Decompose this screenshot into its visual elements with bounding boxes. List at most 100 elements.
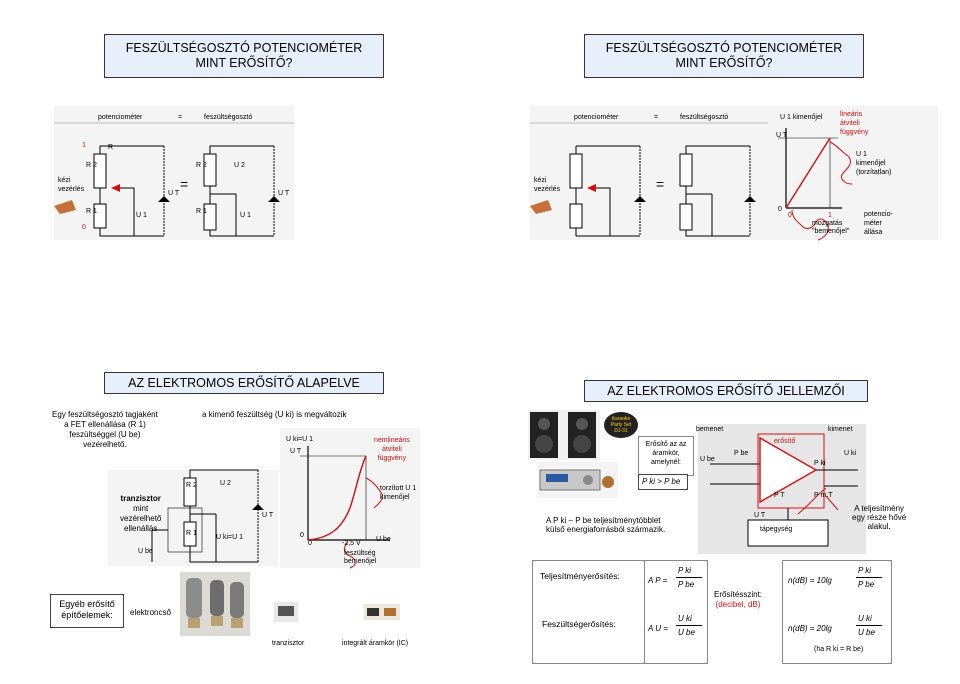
amplifier-device-photo xyxy=(538,462,618,498)
output-label: kimenet xyxy=(828,426,853,433)
ic-photo xyxy=(364,604,400,620)
speaker-photo xyxy=(528,410,600,460)
pki-numerator: P ki xyxy=(678,566,692,575)
db-uki-numerator: U ki xyxy=(858,614,872,623)
fraction-bar xyxy=(856,577,882,578)
impedance-condition: (ha R ki = R be) xyxy=(814,646,864,653)
power-supply-label: tápegység xyxy=(760,526,793,533)
slide-voltage-divider-1: FESZÜLTSÉGOSZTÓ POTENCIOMÉTER MINT ERŐSÍ… xyxy=(10,10,476,340)
pot-r2-label: R 2 xyxy=(86,162,97,169)
transistor-photo xyxy=(274,602,298,622)
graph-ut-label: U T xyxy=(290,448,302,455)
transfer-graph-panel xyxy=(768,106,938,240)
db-level-label: Erősítésszint:(decibel, dB) xyxy=(714,590,763,609)
amplifier-label: erősítő xyxy=(774,438,796,445)
header-potentiometer: potenciométer xyxy=(574,114,619,121)
fraction-bar xyxy=(676,625,702,626)
ap-formula: A P = xyxy=(648,576,668,585)
slide-amplifier-principle: AZ ELEKTROMOS ERŐSÍTŐ ALAPELVE Egy feszü… xyxy=(10,344,476,674)
ic-label: integrált áramkör (IC) xyxy=(342,640,409,647)
fet-divider-circuit xyxy=(151,469,264,563)
axis-zero-x: 0 xyxy=(308,540,312,547)
pbe-label: P be xyxy=(734,450,749,457)
power-gain-label: Teljesítményerősítés: xyxy=(540,571,620,581)
pot-u1-label: U 1 xyxy=(136,212,147,219)
potentiometer-circuit-diagram xyxy=(530,122,784,237)
r2-label: R 2 xyxy=(186,482,197,489)
fraction-bar xyxy=(676,577,702,578)
div-u1-label: U 1 xyxy=(240,212,251,219)
slide-title: AZ ELEKTROMOS ERŐSÍTŐ JELLEMZŐI xyxy=(584,380,868,402)
inequality-box: P ki > P be xyxy=(638,474,688,490)
pot-bottom-zero: 0 xyxy=(82,224,86,231)
transistor-label: tranzisztor xyxy=(272,640,305,647)
au-formula: A U = xyxy=(648,624,668,633)
axis-x-zero: 0 xyxy=(788,212,792,219)
pot-ut-label: U T xyxy=(168,190,180,197)
db-power-formula: n(dB) = 10lg xyxy=(788,576,832,585)
nonlinear-transfer-graph xyxy=(300,446,390,569)
potentiometer-circuit-diagram xyxy=(54,122,294,237)
pot-r-label: R xyxy=(108,144,114,151)
slide-title: FESZÜLTSÉGOSZTÓ POTENCIOMÉTER MINT ERŐSÍ… xyxy=(104,34,384,78)
vacuum-tube-label: elektroncső xyxy=(130,608,171,617)
u2-label: U 2 xyxy=(220,480,231,487)
linear-transfer-graph xyxy=(778,128,853,241)
r1-label: R 1 xyxy=(186,530,197,537)
slide-voltage-divider-2: FESZÜLTSÉGOSZTÓ POTENCIOMÉTER MINT ERŐSÍ… xyxy=(488,10,954,340)
db-pki-numerator: P ki xyxy=(858,566,872,575)
uki-label: U ki xyxy=(844,450,857,457)
output-change-text: a kimenő feszültség (U ki) is megváltozi… xyxy=(202,410,347,419)
amplifier-block-diagram xyxy=(710,433,858,547)
movement-input-label: mozgatás"bemenőjel" xyxy=(812,220,850,235)
header-equals: = xyxy=(178,114,183,121)
ut-label: U T xyxy=(754,512,766,519)
ut-label: U T xyxy=(262,512,274,519)
db-pbe-denominator: P be xyxy=(858,580,875,589)
graph-ut-label: U T xyxy=(776,132,788,139)
transfer-graph-panel xyxy=(280,428,420,568)
voltage-gain-label: Feszültségerősítés: xyxy=(542,619,616,629)
graph-output-label: U 1 kimenőjel xyxy=(780,114,823,121)
ube-label: U be xyxy=(138,548,153,555)
uki-numerator: U ki xyxy=(678,614,692,623)
db-ube-denominator: U be xyxy=(858,628,875,637)
axis-zero-y: 0 xyxy=(300,532,304,539)
header-potentiometer: potenciométer xyxy=(98,114,143,121)
graph-uki-label: U ki=U 1 xyxy=(286,436,314,443)
div-r2-label: R 2 xyxy=(196,162,207,169)
header-divider: feszültségosztó xyxy=(680,114,729,121)
heat-power-label: P m.T xyxy=(814,492,833,499)
slide-title: FESZÜLTSÉGOSZTÓ POTENCIOMÉTER MINT ERŐSÍ… xyxy=(584,34,864,78)
db-voltage-formula: n(dB) = 20lg xyxy=(788,624,832,633)
uki-label: U ki=U 1 xyxy=(216,534,244,541)
div-ut-label: U T xyxy=(278,190,290,197)
vacuum-tube-photo xyxy=(180,572,250,636)
bias-voltage-label: -2,5 V xyxy=(342,540,361,547)
fraction-bar xyxy=(856,625,882,626)
ube-label: U be xyxy=(700,456,715,463)
pki-label: P ki xyxy=(814,460,826,467)
pt-label: P T xyxy=(774,492,785,499)
header-divider: feszültségosztó xyxy=(204,114,253,121)
div-u2-label: U 2 xyxy=(234,162,245,169)
div-r1-label: R 1 xyxy=(196,208,207,215)
pot-top-one: 1 xyxy=(82,142,86,149)
input-label: bemenet xyxy=(696,426,724,433)
ube-denominator: U be xyxy=(678,628,695,637)
